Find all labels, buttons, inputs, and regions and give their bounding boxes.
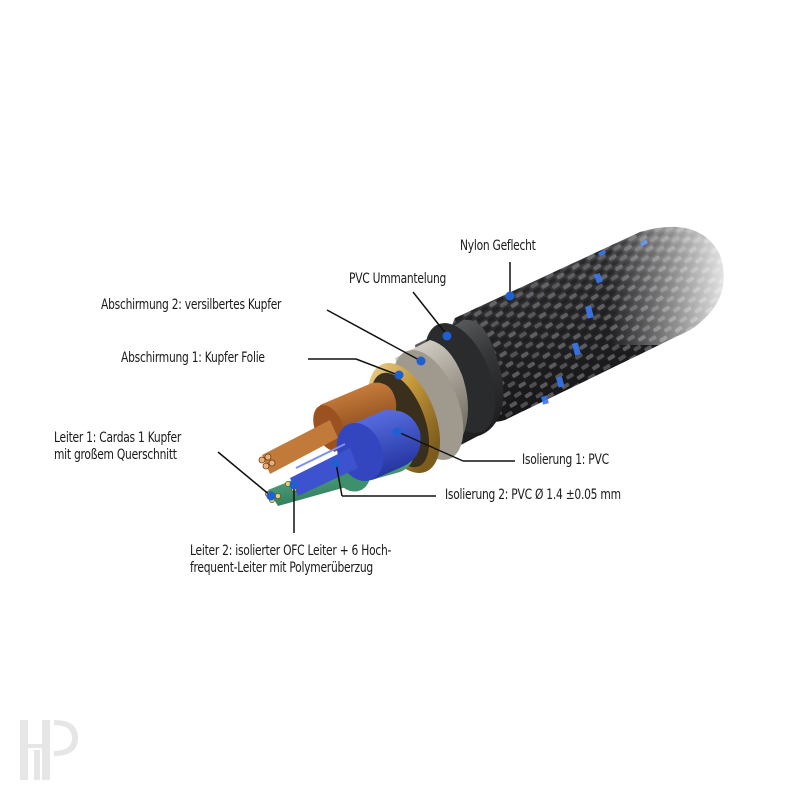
callout-dots xyxy=(266,291,515,501)
label-leiter-1: Leiter 1: Cardas 1 Kupfer mit großem Que… xyxy=(54,430,181,464)
label-abschirmung-2: Abschirmung 2: versilbertes Kupfer xyxy=(101,297,282,313)
label-abschirmung-1: Abschirmung 1: Kupfer Folie xyxy=(121,350,265,366)
label-leiter-2: Leiter 2: isolierter OFC Leiter + 6 Hoch… xyxy=(190,543,391,577)
callout-dot-nylon xyxy=(505,291,515,301)
label-leiter-1-line-1: Leiter 1: Cardas 1 Kupfer xyxy=(54,430,181,446)
callout-dot-conductor1 xyxy=(266,491,276,501)
callout-dot-insulation2 xyxy=(332,459,340,467)
callout-dot-pvc-jacket xyxy=(442,331,452,341)
callout-dot-shield1 xyxy=(394,370,404,380)
nylon-braid-layer xyxy=(447,215,740,423)
label-isolierung-1: Isolierung 1: PVC xyxy=(522,452,609,468)
label-leiter-2-line-1: Leiter 2: isolierter OFC Leiter + 6 Hoch… xyxy=(190,543,392,559)
callout-dot-conductor2 xyxy=(289,480,299,490)
label-leiter-1-line-2: mit großem Querschnitt xyxy=(54,447,177,463)
blue-insulation xyxy=(290,409,421,496)
callout-dot-shield2 xyxy=(416,356,426,366)
leader-lines xyxy=(217,262,515,533)
callout-dot-insulation1 xyxy=(392,427,402,437)
label-pvc-ummantelung: PVC Ummantelung xyxy=(349,271,447,287)
label-isolierung-2: Isolierung 2: PVC Ø 1.4 ±0.05 mm xyxy=(445,487,621,503)
label-nylon-geflecht: Nylon Geflecht xyxy=(460,238,536,254)
hp-logo-watermark xyxy=(20,720,78,780)
label-leiter-2-line-2: frequent-Leiter mit Polymerüberzug xyxy=(190,560,373,576)
